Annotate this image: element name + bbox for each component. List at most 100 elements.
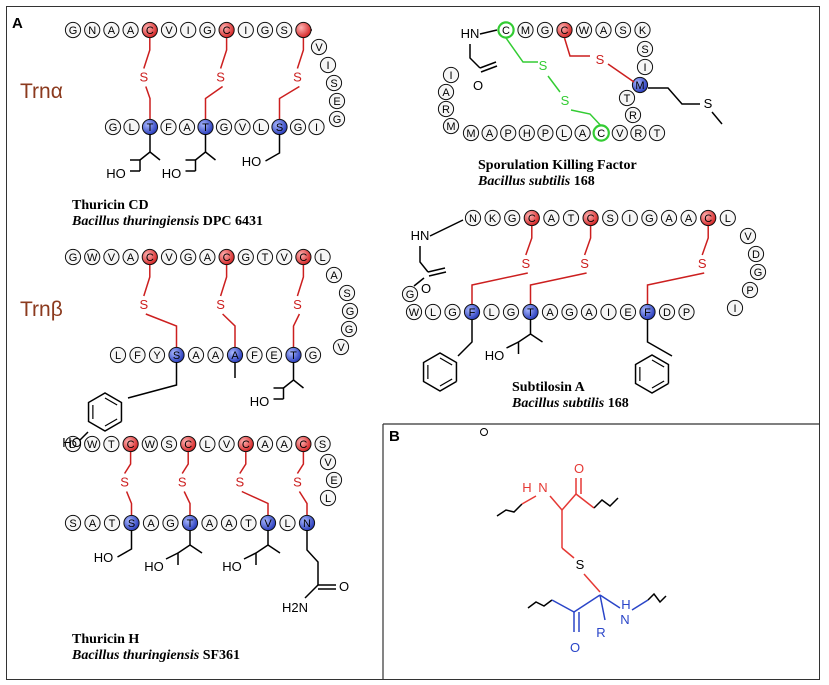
residue-letter: M <box>466 128 475 140</box>
residue-letter: R <box>634 128 642 140</box>
residue-letter: C <box>587 213 595 225</box>
residue-circle <box>142 514 160 532</box>
residue-letter: T <box>262 252 269 264</box>
trna-bottom-residue: F <box>160 118 177 136</box>
residue-circle <box>237 248 254 266</box>
residue-letter: S <box>165 439 172 451</box>
residue-circle <box>304 346 322 364</box>
thioether-link <box>241 490 269 516</box>
residue-circle <box>523 209 540 227</box>
residue-circle <box>405 303 423 321</box>
residue-circle <box>256 435 274 453</box>
residue-circle <box>621 209 638 227</box>
th-top-residue: C <box>237 435 254 453</box>
residue-circle <box>256 248 274 266</box>
skf-bottom-residue: R <box>630 124 647 142</box>
residue-letter: C <box>502 25 510 37</box>
wavy-bond <box>496 503 523 517</box>
residue-circle <box>141 21 158 39</box>
caption-subtilosin-genus: Bacillus subtilis <box>512 396 605 411</box>
th-top-residue: C <box>295 435 312 453</box>
sulfur-label: S <box>216 70 225 85</box>
sub-top-residue: S <box>602 209 619 227</box>
skf-bottom-residue: T <box>648 124 666 142</box>
residue-circle <box>341 302 359 320</box>
residue-circle <box>199 248 216 266</box>
sub-bottom-residue: A <box>580 303 598 321</box>
residue-letter: E <box>330 475 337 487</box>
thioether-link <box>296 264 305 297</box>
sulfur-label: S <box>120 475 129 490</box>
residue-letter: T <box>624 93 631 105</box>
residue-circle <box>562 209 580 227</box>
residue-letter: V <box>315 42 323 54</box>
sulfur-label: S <box>596 52 605 67</box>
residue-letter: V <box>744 231 752 243</box>
sub-bottom-residue: D <box>658 303 676 321</box>
residue-letter: F <box>644 307 651 319</box>
backbone-bond <box>549 495 563 511</box>
residue-circle <box>141 435 158 453</box>
residue-letter: W <box>409 307 420 319</box>
residue-letter: G <box>294 122 303 134</box>
side-chain <box>139 134 151 161</box>
residue-circle <box>611 124 628 142</box>
skf-top-residue: C <box>497 21 515 39</box>
side-chain <box>205 151 216 161</box>
residue-letter: E <box>270 350 277 362</box>
aromatic-bond <box>104 397 118 406</box>
residue-circle <box>218 435 235 453</box>
sub-left-residue: G <box>401 285 419 303</box>
residue-letter: N <box>469 213 477 225</box>
residue-letter: T <box>654 128 661 140</box>
thioether-link <box>181 451 189 474</box>
residue-letter: R <box>442 104 450 116</box>
residue-circle <box>314 248 331 266</box>
residue-letter: A <box>281 439 289 451</box>
skf-bottom-residue: A <box>481 124 498 142</box>
sulfur-label: S <box>139 70 148 85</box>
sub-right-residue: G <box>749 263 767 281</box>
residue-circle <box>218 21 235 39</box>
side-chain <box>177 530 191 565</box>
residue-letter: E <box>624 307 631 319</box>
thioether-link <box>563 37 590 57</box>
sub-right-residue: V <box>739 227 757 245</box>
residue-circle <box>103 248 120 266</box>
residue-letter: G <box>69 252 78 264</box>
residue-letter: L <box>128 122 134 134</box>
side-chain <box>243 552 257 560</box>
trna-top-residue: G <box>199 21 216 39</box>
thioether-link <box>219 264 228 297</box>
residue-letter: I <box>733 303 736 315</box>
sulfur-label: S <box>576 557 585 572</box>
residue-circle <box>246 346 263 364</box>
th-right-residue: E <box>325 471 343 489</box>
residue-circle <box>600 303 617 321</box>
skf-bottom-residue: M <box>462 124 480 142</box>
residue-circle <box>719 209 736 227</box>
residue-letter: F <box>469 307 476 319</box>
residue-circle <box>122 21 139 39</box>
trna-bottom-residue: G <box>215 118 233 136</box>
th-bottom-residue: A <box>142 514 160 532</box>
residue-letter: A <box>89 518 97 530</box>
thioether-link <box>123 451 132 474</box>
trnb-right-residue: G <box>340 320 358 338</box>
caption-skf-genus: Bacillus subtilis <box>478 174 571 189</box>
thioether-link <box>278 85 300 120</box>
residue-circle <box>325 471 343 489</box>
sub-bottom-residue: I <box>600 303 617 321</box>
trna-top-residue: A <box>122 21 139 39</box>
backbone-line <box>413 277 425 287</box>
thioether-link <box>525 225 533 256</box>
residue-letter: D <box>69 439 77 451</box>
residue-circle <box>700 209 717 227</box>
side-chain <box>165 552 179 560</box>
residue-circle <box>543 209 560 227</box>
thioether-link <box>145 313 178 348</box>
residue-letter: P <box>683 307 690 319</box>
residue-letter: K <box>639 25 647 37</box>
side-chain <box>530 333 543 343</box>
nitrogen-label: N <box>620 612 629 627</box>
